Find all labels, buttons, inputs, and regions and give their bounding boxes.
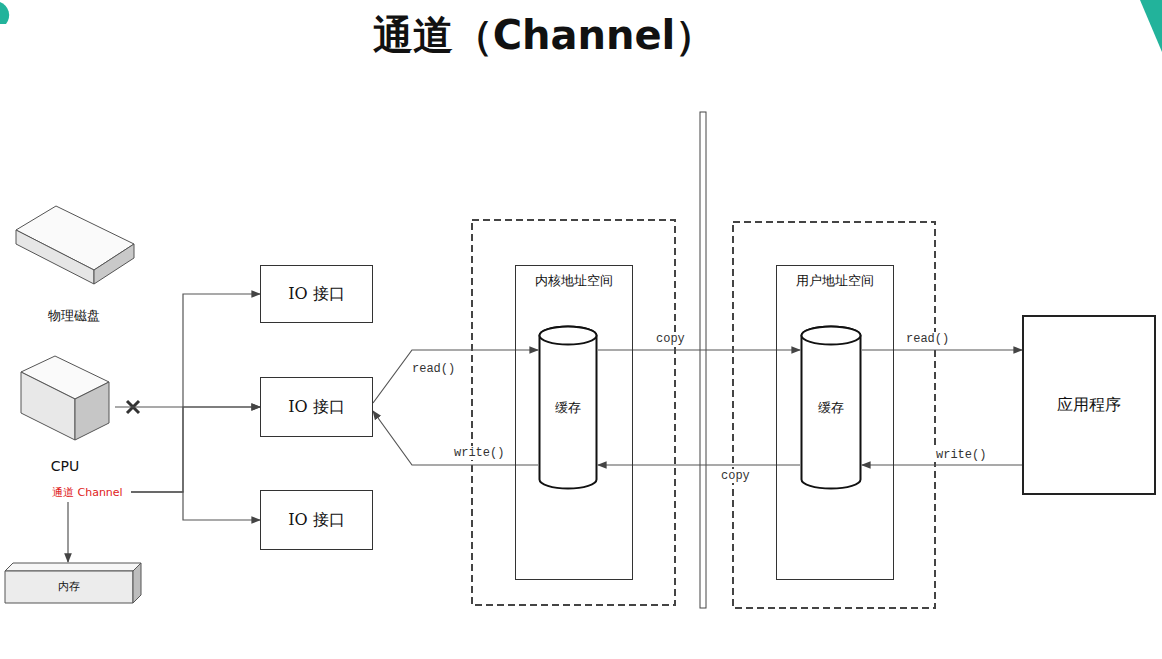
node-text: 通道 Channel xyxy=(52,485,123,500)
node-text: CPU xyxy=(51,458,79,474)
corner-mark xyxy=(1140,0,1162,52)
address-space-box: 内核地址空间缓存 xyxy=(515,265,633,580)
node-text: 内存 xyxy=(58,579,80,594)
node-text: 物理磁盘 xyxy=(48,307,100,325)
connector-arrow xyxy=(131,407,260,492)
memory-bar: 内存 xyxy=(4,562,142,604)
disk-icon: 物理磁盘 xyxy=(8,200,140,325)
address-space-box: 用户地址空间缓存 xyxy=(776,265,894,580)
edge-label: write() xyxy=(452,446,506,460)
disk-shape xyxy=(8,200,140,325)
connector-arrow xyxy=(131,294,260,492)
kernel-dashed-frame xyxy=(472,220,675,605)
node-text: 应用程序 xyxy=(1057,395,1121,416)
buffer-cylinder: 缓存 xyxy=(538,325,598,490)
edge-label: copy xyxy=(719,469,752,483)
connector-arrow xyxy=(598,349,800,350)
buffer-cylinder: 缓存 xyxy=(800,325,862,490)
io-port-box: IO 接口 xyxy=(260,265,373,323)
node-text: IO 接口 xyxy=(288,510,345,531)
node-text: 缓存 xyxy=(818,399,844,417)
io-port-box: IO 接口 xyxy=(260,377,373,437)
corner-mark xyxy=(0,2,9,24)
connector-arrow xyxy=(598,464,800,465)
space-separator xyxy=(700,112,706,608)
connector-arrow xyxy=(862,464,1022,465)
edge-label: read() xyxy=(904,332,951,346)
user-dashed-frame xyxy=(733,222,935,608)
connector-arrow xyxy=(373,350,538,403)
edge-label: copy xyxy=(654,332,687,346)
cpu-icon: CPU xyxy=(15,352,115,474)
application-box: 应用程序 xyxy=(1022,315,1156,495)
node-text: 内核地址空间 xyxy=(535,272,613,290)
cpu-shape xyxy=(15,352,115,474)
connector-arrow xyxy=(67,502,68,562)
edge-label: write() xyxy=(934,448,988,462)
node-text: IO 接口 xyxy=(288,397,345,418)
connector-arrow xyxy=(862,349,1022,350)
node-text: 用户地址空间 xyxy=(796,272,874,290)
edge-label: read() xyxy=(410,362,457,376)
connector-arrow xyxy=(373,411,538,465)
io-port-box: IO 接口 xyxy=(260,490,373,550)
node-text: 缓存 xyxy=(555,399,581,417)
channel-label: 通道 Channel xyxy=(52,484,128,500)
node-text: IO 接口 xyxy=(288,284,345,305)
connector-arrow xyxy=(131,492,260,520)
diagram-title: 通道（Channel） xyxy=(0,8,1088,63)
